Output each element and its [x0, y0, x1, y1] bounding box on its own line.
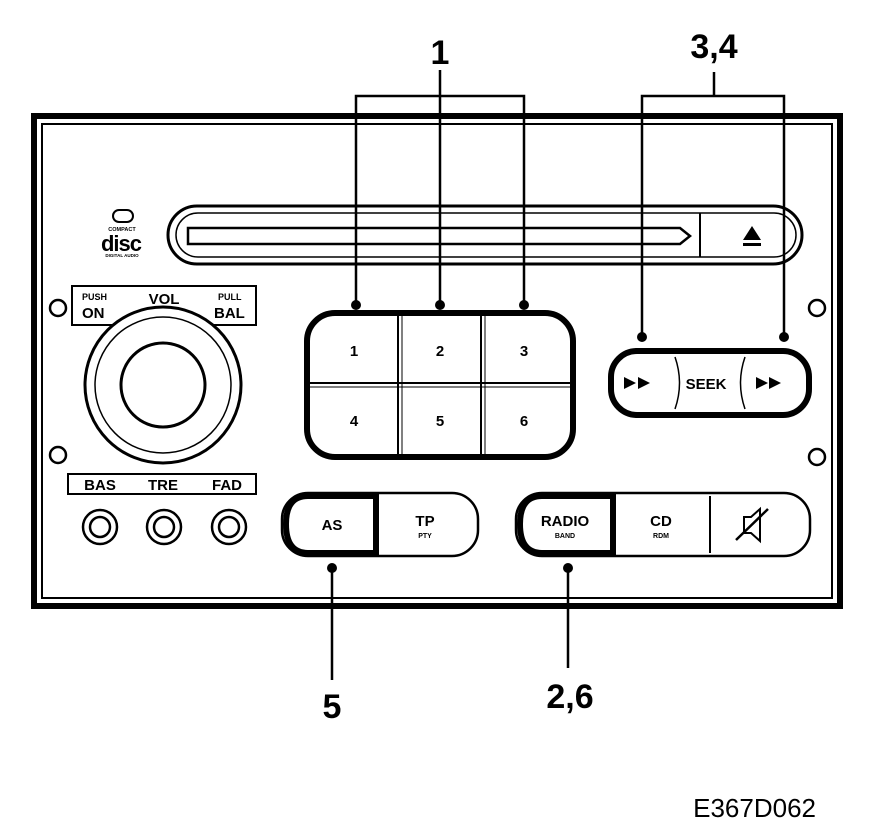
callout-dot [779, 332, 789, 342]
faceplate-inner [41, 123, 833, 599]
preset-label-5: 5 [436, 413, 444, 430]
seek-rocker [608, 348, 812, 418]
preset-label-4: 4 [350, 413, 359, 430]
tone-label-bar [67, 473, 257, 495]
cd-label: CD [650, 513, 672, 530]
screw-hole [807, 298, 827, 318]
radio-label: RADIO [541, 513, 590, 530]
preset-label-6: 6 [520, 413, 528, 430]
fad-label: FAD [212, 477, 242, 494]
as-button[interactable]: AS [322, 517, 343, 534]
volume-label-panel: PUSH ON VOL PULL BAL [71, 285, 257, 326]
fad-knob[interactable] [210, 508, 248, 546]
compact-disc-logo: COMPACT disc DIGITAL AUDIO [101, 209, 143, 258]
band-label: BAND [555, 533, 575, 540]
eject-icon [743, 226, 761, 246]
callout-dot [327, 563, 337, 573]
fast-forward-icon [756, 377, 781, 389]
on-label: ON [82, 305, 105, 322]
seek-back-button[interactable] [624, 377, 650, 389]
cd-logo-top: COMPACT [108, 227, 136, 233]
callout-dot [435, 300, 445, 310]
rewind-icon [624, 377, 650, 389]
cd-logo-main: disc [101, 231, 142, 256]
figure-code: E367D062 [693, 793, 816, 823]
vol-label: VOL [149, 291, 180, 308]
callout-number-radio: 2,6 [546, 678, 593, 716]
preset-label-2: 2 [436, 343, 444, 360]
mute-button[interactable] [735, 506, 769, 544]
callout-dot [637, 332, 647, 342]
mute-icon [735, 506, 769, 544]
pty-label: PTY [418, 533, 432, 540]
volume-knob[interactable] [83, 305, 243, 465]
as-label: AS [322, 517, 343, 534]
preset-button-group [304, 310, 576, 460]
screw-hole [48, 298, 68, 318]
callout-seek-lines [640, 72, 786, 335]
callout-dot [519, 300, 529, 310]
tp-button[interactable]: TP PTY [415, 513, 434, 540]
faceplate-frame [31, 113, 843, 609]
callout-dot [351, 300, 361, 310]
screw-hole [807, 447, 827, 467]
cd-slot[interactable] [166, 204, 804, 266]
preset-label-3: 3 [520, 343, 528, 360]
bas-label: BAS [84, 477, 116, 494]
seek-label: SEEK [686, 376, 727, 393]
tre-label: TRE [148, 477, 178, 494]
callout-dot [563, 563, 573, 573]
radio-button[interactable]: RADIO BAND [541, 513, 590, 540]
rdm-label: RDM [653, 533, 669, 540]
eject-button[interactable] [743, 226, 761, 246]
seek-forward-button[interactable] [756, 377, 781, 389]
bal-label: BAL [214, 305, 245, 322]
tp-label: TP [415, 513, 434, 530]
callout-number-as: 5 [323, 688, 342, 726]
cd-logo-bottom: DIGITAL AUDIO [105, 253, 139, 258]
cd-button[interactable]: CD RDM [650, 513, 672, 540]
preset-label-1: 1 [350, 343, 358, 360]
callout-number-seek: 3,4 [690, 28, 737, 66]
tre-knob[interactable] [145, 508, 183, 546]
callout-number-presets: 1 [431, 34, 450, 72]
callout-presets-lines [354, 70, 526, 303]
screw-hole [48, 445, 68, 465]
bas-knob[interactable] [81, 508, 119, 546]
pull-label: PULL [218, 292, 242, 302]
as-tp-pill [280, 491, 480, 558]
push-label: PUSH [82, 292, 107, 302]
